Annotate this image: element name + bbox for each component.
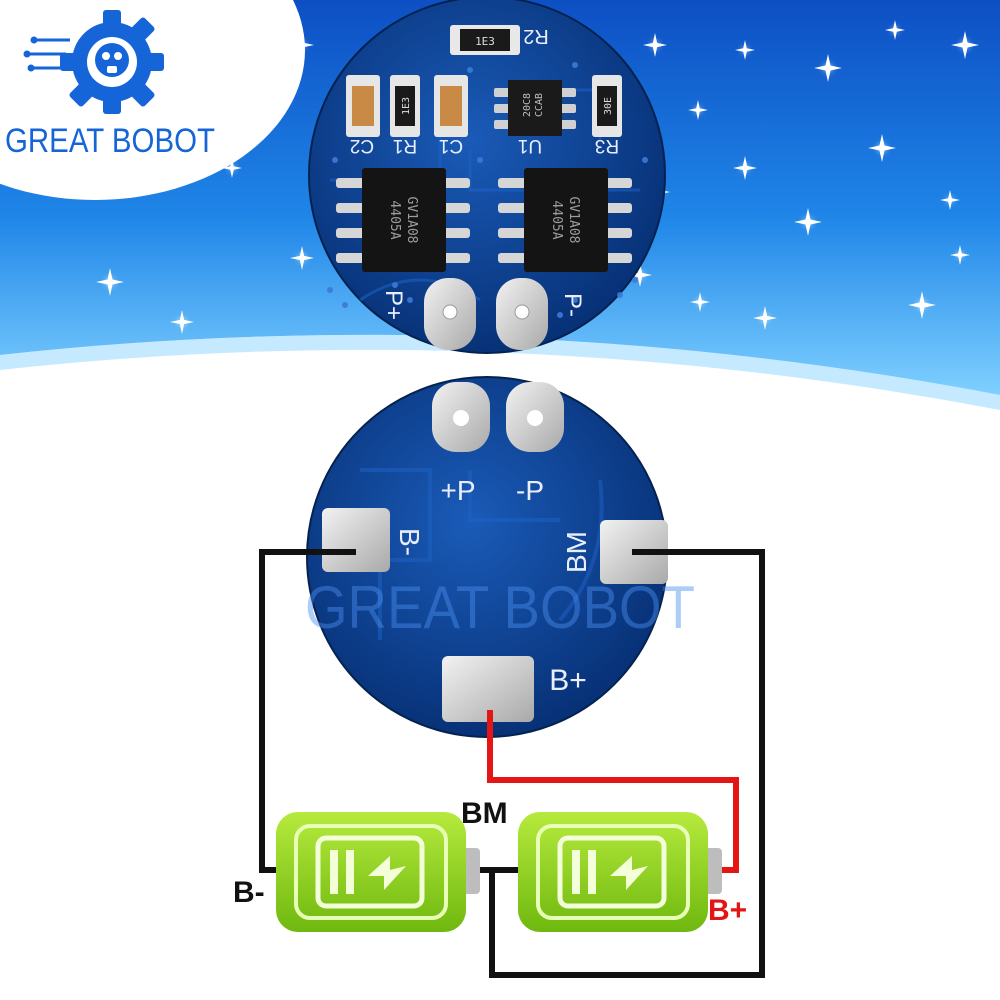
pcb-top-board: 1E3 R2 C2 1E3 R1 C1	[308, 0, 666, 354]
svg-text:30E: 30E	[603, 97, 614, 115]
mosfet-q2: 4405A GV1A08	[498, 168, 632, 272]
wire-b-minus	[259, 549, 356, 873]
mosfet-q1: 4405A GV1A08	[336, 168, 470, 272]
sparkle-glow	[650, 40, 660, 50]
label-u1: U1	[518, 135, 542, 156]
sparkle-glow	[960, 40, 970, 50]
battery-cell-1	[276, 812, 480, 932]
pcb-via	[632, 277, 638, 283]
wiring-diagram	[259, 549, 765, 978]
sparkle-glow	[105, 277, 115, 287]
sparkle-glow	[228, 164, 236, 172]
sparkle-glow	[296, 368, 304, 376]
svg-text:20C8: 20C8	[522, 93, 533, 117]
pcb-via	[572, 62, 578, 68]
label-plus-p: +P	[440, 475, 475, 506]
pad-b-plus	[442, 656, 534, 722]
gear-robot-logo-icon	[23, 10, 164, 114]
battery-cell-2	[518, 812, 722, 932]
sparkle-glow	[177, 317, 187, 327]
capacitor-c1: C1	[434, 75, 468, 156]
resistor-r1: 1E3 R1	[390, 75, 420, 156]
sparkle-glow	[694, 106, 702, 114]
pad-p-plus: P+	[380, 278, 476, 350]
sparkle-glow	[823, 63, 833, 73]
svg-text:CCAB: CCAB	[534, 93, 545, 117]
watermark-text: GREAT BOBOT	[305, 574, 695, 641]
label-r3: R3	[595, 135, 619, 156]
pcb-via	[332, 157, 338, 163]
wiring-label-bm: BM	[461, 797, 508, 830]
svg-text:1E3: 1E3	[401, 97, 412, 115]
label-b-minus-pad: B-	[394, 528, 425, 556]
label-c2: C2	[350, 135, 374, 156]
pcb-via	[557, 312, 563, 318]
sparkle-glow	[803, 217, 813, 227]
sparkle-glow	[297, 253, 307, 263]
logo-badge: GREAT BOBOT	[0, 0, 305, 200]
resistor-r3: 30E R3	[592, 75, 622, 156]
pcb-via	[342, 302, 348, 308]
sparkle-glow	[760, 313, 770, 323]
label-r1: R1	[393, 135, 417, 156]
brand-name: GREAT BOBOT	[5, 122, 215, 160]
sparkle-glow	[891, 26, 899, 34]
wiring-label-b-minus: B-	[233, 876, 265, 909]
sparkle-glow	[877, 143, 887, 153]
pcb-via	[327, 287, 333, 293]
label-c1: C1	[439, 135, 463, 156]
pcb-via	[392, 282, 398, 288]
sparkle-glow	[696, 298, 704, 306]
label-minus-p: -P	[516, 475, 544, 506]
pcb-bottom-board: +P -P B- BM B+	[306, 376, 668, 738]
label-r2: R2	[523, 25, 549, 47]
sparkle-glow	[740, 163, 750, 173]
pcb-via	[572, 297, 578, 303]
svg-text:1E3: 1E3	[475, 35, 495, 48]
sparkle-glow	[741, 46, 749, 54]
ic-u1: 20C8 CCAB U1	[494, 80, 576, 156]
pcb-via	[467, 67, 473, 73]
label-b-plus-pad: B+	[549, 664, 587, 697]
svg-text:4405A: 4405A	[549, 200, 564, 239]
sparkle-glow	[946, 196, 954, 204]
battery-charge-icon	[557, 835, 667, 909]
pcb-via	[407, 297, 413, 303]
resistor-r2: 1E3 R2	[450, 25, 549, 55]
svg-text:P+: P+	[380, 290, 407, 320]
pcb-via	[617, 292, 623, 298]
label-bm-pad: BM	[561, 531, 592, 573]
pcb-via	[477, 157, 483, 163]
wire-b-plus	[487, 710, 739, 873]
svg-text:GV1A08: GV1A08	[566, 197, 581, 244]
capacitor-c2: C2	[346, 75, 380, 156]
svg-text:GV1A08: GV1A08	[404, 197, 419, 244]
pad-p-minus: P-	[496, 278, 586, 350]
pad-b-minus	[322, 508, 390, 572]
svg-text:4405A: 4405A	[387, 200, 402, 239]
battery-charge-icon	[315, 835, 425, 909]
sparkle-glow	[232, 398, 240, 406]
wiring-label-b-plus: B+	[708, 894, 747, 927]
pcb-via	[642, 157, 648, 163]
sparkle-glow	[635, 270, 645, 280]
svg-text:P-: P-	[559, 293, 586, 317]
sparkle-glow	[956, 251, 964, 259]
sparkle-glow	[917, 300, 927, 310]
